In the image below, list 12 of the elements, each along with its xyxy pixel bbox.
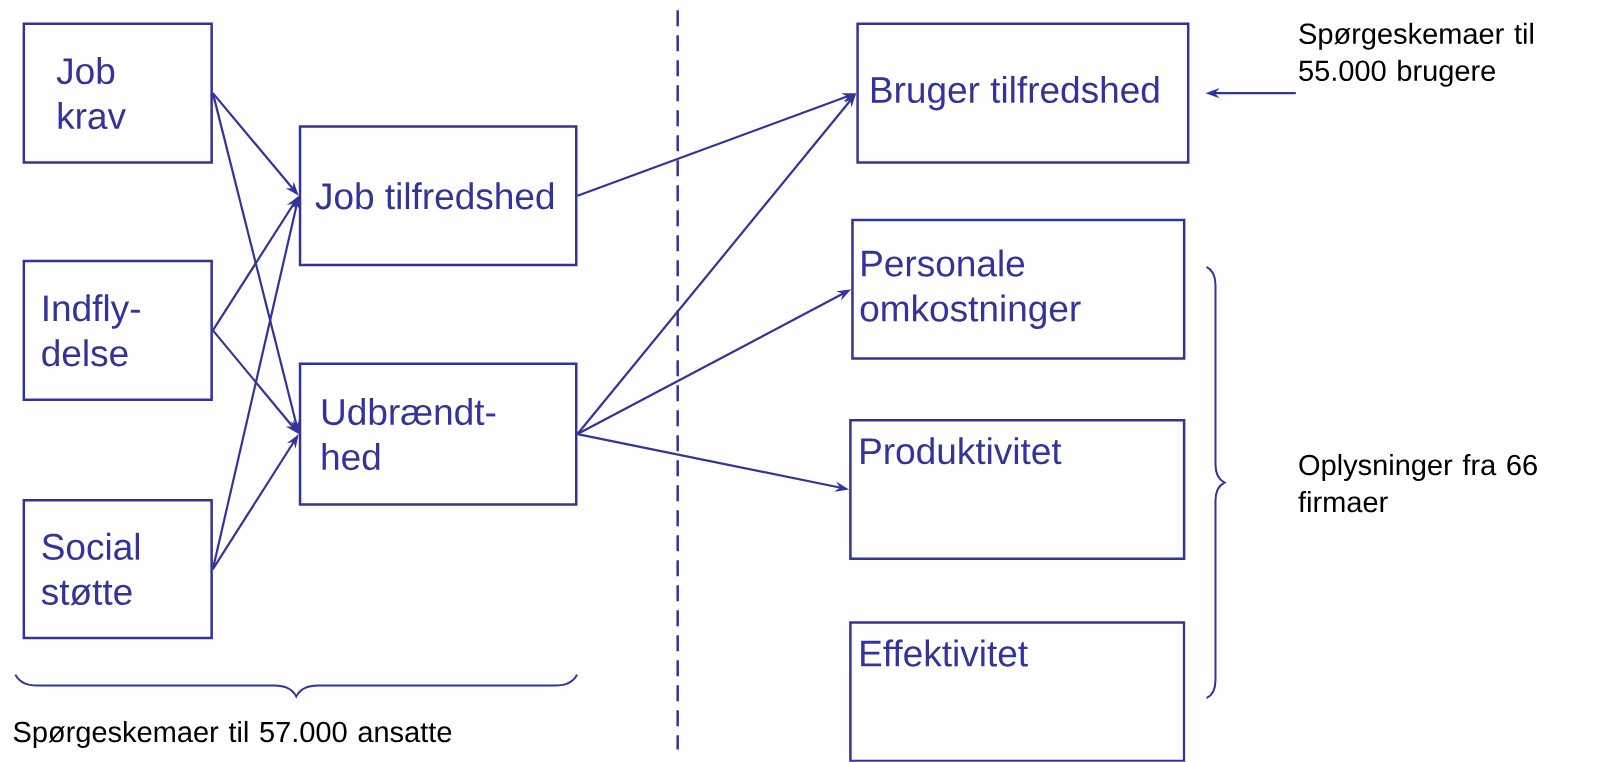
text-box: Effektivitet: [849, 621, 1186, 762]
note-text: Oplysninger fra 66 firmaer: [1298, 454, 1537, 513]
text-box: Udbrændt-hed: [298, 362, 578, 506]
text-box: Job krav: [22, 22, 213, 164]
text-box: Social støtte: [22, 499, 213, 640]
text-box: Indfly-delse: [22, 259, 213, 401]
note-text: Spørgeskemaer til 55.000 brugere: [1299, 22, 1533, 87]
text-box: Produktivitet: [849, 419, 1186, 561]
note-text: Spørgeskemaer til 57.000 ansatte: [13, 721, 452, 749]
text-box: Personale omkostninger: [851, 218, 1186, 360]
text-box: Job tilfredshed: [298, 125, 578, 267]
text-box: Bruger tilfredshed: [856, 22, 1190, 164]
